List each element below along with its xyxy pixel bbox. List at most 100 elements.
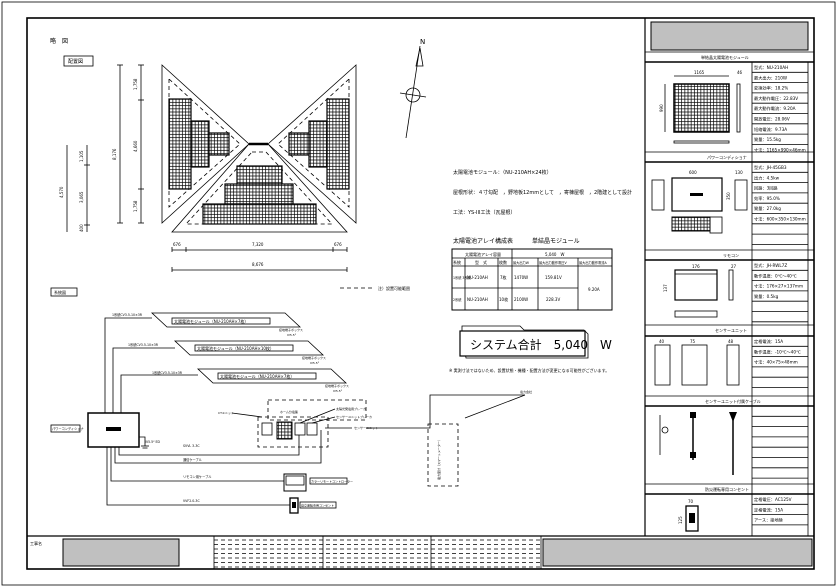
svg-text:接地端子ボックス: 接地端子ボックス <box>302 355 326 360</box>
wiring-diagram: パワーコンディショナ IV5.5² ED 1系統CV3.5-10×3R 太陽電池… <box>50 312 532 514</box>
svg-text:CTユニット: CTユニット <box>218 411 234 415</box>
wiring-label: 系統図 <box>54 289 66 295</box>
svg-text:1系統CV3.5-10×3R: 1系統CV3.5-10×3R <box>128 342 159 347</box>
spec-row: 出力：4.5kw <box>754 174 780 181</box>
dimensions: 8,176 1,758 4,660 1,758 4,570 1,105 3,06… <box>59 64 348 272</box>
spec-row: 寸法：600×350×130mm <box>754 216 806 223</box>
svg-text:1165: 1165 <box>694 70 705 75</box>
svg-text:N: N <box>420 38 425 46</box>
dim-left-top: 1,105 <box>79 150 84 162</box>
pv-array-left-3 <box>208 132 230 156</box>
svg-text:10枚: 10枚 <box>499 296 508 302</box>
svg-text:70: 70 <box>688 499 694 504</box>
spec-row: 寸法：176×27×137mm <box>754 283 803 290</box>
svg-text:リモコン: リモコン <box>723 253 739 258</box>
dim-left-mid: 3,065 <box>79 191 84 203</box>
north-arrow-icon: N <box>399 38 427 139</box>
home-panel-board <box>267 399 367 421</box>
svg-text:枚数: 枚数 <box>499 259 507 265</box>
pv-array-left-2 <box>190 120 210 168</box>
equipment-sidebar: 単結晶太陽電池モジュール 1165 990 46 型式：NU-210AH最大出力… <box>644 18 814 536</box>
svg-text:NU-210AH: NU-210AH <box>467 297 488 302</box>
pv-array-front-3 <box>202 203 317 225</box>
svg-text:SVVL 3-3C: SVVL 3-3C <box>183 444 200 448</box>
svg-text:48: 48 <box>728 339 734 344</box>
svg-text:137: 137 <box>663 284 668 292</box>
dim-ridge: 7,320 <box>252 242 264 247</box>
svg-text:75: 75 <box>690 339 696 344</box>
svg-text:カラーリモートコントローラー: カラーリモートコントローラー <box>311 479 353 484</box>
spec-row: 開放電圧：28.06V <box>754 116 790 123</box>
spec-row: 質量：27.0kg <box>754 205 781 212</box>
smart-meter <box>427 423 459 487</box>
remote-controller <box>283 473 307 492</box>
dim-eave-right: 676 <box>334 242 342 247</box>
drawing-title: 略 図 <box>50 37 68 45</box>
pv-array-front-2 <box>224 183 294 205</box>
spec-row: 動作温度：0℃～40℃ <box>754 272 797 279</box>
drawing-frame <box>26 17 815 570</box>
svg-text:リモコン用ケーブル: リモコン用ケーブル <box>183 474 212 479</box>
svg-text:600: 600 <box>689 170 697 175</box>
spec-row: 質量：0.5kg <box>754 293 779 300</box>
svg-text:350: 350 <box>726 192 731 200</box>
spec-row: 短絡電流：9.73A <box>754 126 787 133</box>
spec-row: 型式：NU-210AH <box>754 64 788 70</box>
svg-text:IV5.5²: IV5.5² <box>287 333 297 337</box>
remote-drawing <box>674 269 718 301</box>
svg-text:太陽電池モジュール（NU-210AH×7枚）: 太陽電池モジュール（NU-210AH×7枚） <box>220 373 294 379</box>
svg-text:電力会社: 電力会社 <box>520 389 532 394</box>
svg-text:125: 125 <box>678 516 683 524</box>
spec-row: 定格電圧：AC125V <box>754 496 792 503</box>
spec-roof: 屋根形状：４寸勾配 ，野地板12mmとして ，寄棟屋根 ，2階建として設計 <box>453 189 632 196</box>
svg-text:システム合計 5,040 W: システム合計 5,040 W <box>470 337 612 352</box>
spec-row: 寸法：40×75×48mm <box>754 359 798 366</box>
svg-text:センサーユニットブレーカ: センサーユニットブレーカ <box>336 414 372 419</box>
spec-row: 動作温度：-10℃～40℃ <box>754 348 801 355</box>
pv-array-left-1 <box>168 98 192 190</box>
svg-text:接地端子ボックス: 接地端子ボックス <box>325 383 349 388</box>
roof-plan <box>161 64 357 233</box>
capacity-value: 5,040 W <box>545 252 564 257</box>
svg-text:46: 46 <box>737 70 743 75</box>
svg-text:単結晶太陽電池モジュール: 単結晶太陽電池モジュール <box>701 54 749 60</box>
svg-text:太陽光発電用ブレーカ: 太陽光発電用ブレーカ <box>336 406 366 411</box>
pv-array-right-1 <box>326 98 350 190</box>
svg-text:センサーユニット: センサーユニット <box>715 328 747 333</box>
spec-row: 変換効率：18.2% <box>754 85 788 92</box>
svg-text:IV5.5² ED: IV5.5² ED <box>145 440 160 444</box>
module-drawing <box>673 83 730 133</box>
svg-text:27: 27 <box>731 264 737 269</box>
svg-text:センサーユニット: センサーユニット <box>354 425 378 430</box>
title-block: 工事名 <box>27 535 814 569</box>
dim-left-total: 4,570 <box>59 186 64 198</box>
svg-text:自立運転専用コンセント: 自立運転専用コンセント <box>301 503 334 508</box>
roof-face-right <box>267 64 357 224</box>
svg-text:系統: 系統 <box>453 259 461 265</box>
module-string-3 <box>196 368 348 384</box>
dim-left-bottom: 400 <box>79 224 84 232</box>
svg-text:2100W: 2100W <box>514 297 528 302</box>
sensor-drawing <box>654 344 671 386</box>
spec-row: 効率：95.0% <box>754 195 780 202</box>
pv-array-right-2 <box>308 120 328 168</box>
svg-text:型 式: 型 式 <box>475 259 487 265</box>
pcs-label: パワーコンディショナ <box>52 426 84 431</box>
spec-row: 型式：JH-45GB3 <box>754 164 787 170</box>
table-title: 太陽電池アレイ構成表 <box>453 237 513 245</box>
legend-note: 注）設置可能範囲 <box>378 285 410 291</box>
roof-face-left <box>161 64 250 224</box>
footnote: ※ 実測寸法ではないため、設置状態・機種・配置方法が変更になる可能性がございます… <box>449 367 609 373</box>
pv-array-right-3 <box>288 132 310 156</box>
spec-row: 定格電流：15A <box>754 338 783 345</box>
layout-label-box <box>63 55 94 67</box>
dim-middle: 4,660 <box>133 140 138 152</box>
svg-text:7枚: 7枚 <box>500 274 507 280</box>
array-table: 太陽電池アレイ構成表 単結晶モジュール 太陽電池アレイ容量 5,040 W 系統… <box>451 237 613 311</box>
svg-text:太陽電池モジュール（NU-210AH×7枚）: 太陽電池モジュール（NU-210AH×7枚） <box>174 318 248 324</box>
svg-text:最大出力W: 最大出力W <box>513 260 530 265</box>
install-area-front <box>185 151 333 225</box>
svg-text:1系統 3系統: 1系統 3系統 <box>453 275 472 280</box>
svg-text:最大出力動作電圧V: 最大出力動作電圧V <box>539 260 567 265</box>
